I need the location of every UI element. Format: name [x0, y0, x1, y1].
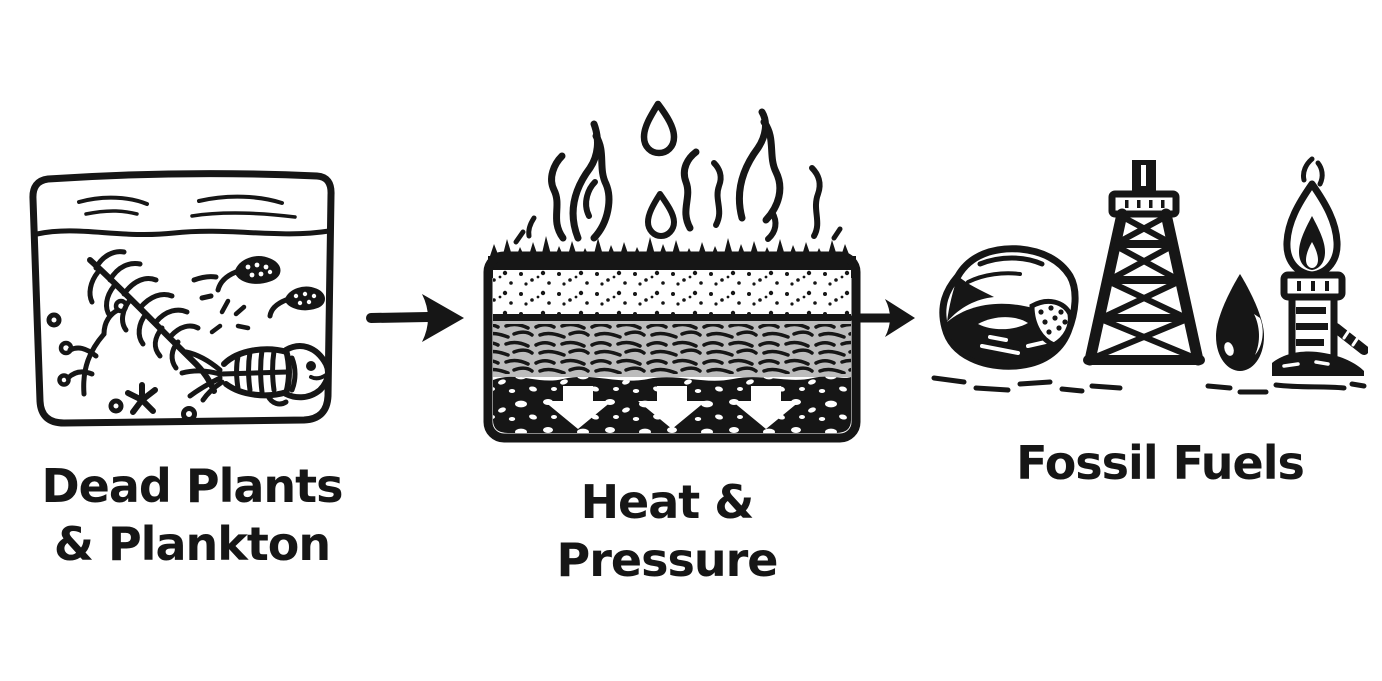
right-arrow-icon — [851, 299, 915, 337]
step-fossil-fuels — [924, 156, 1368, 408]
gas-flare-icon — [1272, 156, 1368, 376]
oil-derrick-icon — [1083, 160, 1205, 366]
step-dead-plants-plankton — [24, 168, 342, 436]
label-line: & Plankton — [53, 516, 331, 571]
coal-icon — [939, 245, 1079, 370]
step-label-fossil-fuels: Fossil Fuels — [980, 435, 1340, 493]
coal-oil-derrick-gas-flare-icon — [931, 156, 1368, 395]
step-label-heat-pressure: Heat & Pressure — [502, 474, 832, 590]
arrow-step1-step2 — [366, 289, 466, 347]
sediment-layers-heat-pressure-icon — [483, 100, 861, 443]
label-line: Heat & — [580, 475, 755, 529]
label-line: Pressure — [556, 532, 779, 587]
label-line: Dead Plants — [41, 459, 343, 513]
dead-plants-plankton-tank-icon — [29, 170, 335, 427]
heat-flames-icon — [513, 100, 843, 245]
sediment-layers-block — [483, 236, 861, 443]
step-label-dead-plants-plankton: Dead Plants & Plankton — [12, 458, 372, 574]
oil-drop-icon — [1216, 274, 1264, 371]
pressure-arrows-icon — [544, 386, 800, 429]
arrow-step2-step3 — [851, 294, 917, 342]
step-heat-pressure — [478, 88, 866, 450]
label-line: Fossil Fuels — [1016, 436, 1305, 490]
ground-dashes — [931, 375, 1367, 395]
right-arrow-icon — [366, 294, 464, 342]
